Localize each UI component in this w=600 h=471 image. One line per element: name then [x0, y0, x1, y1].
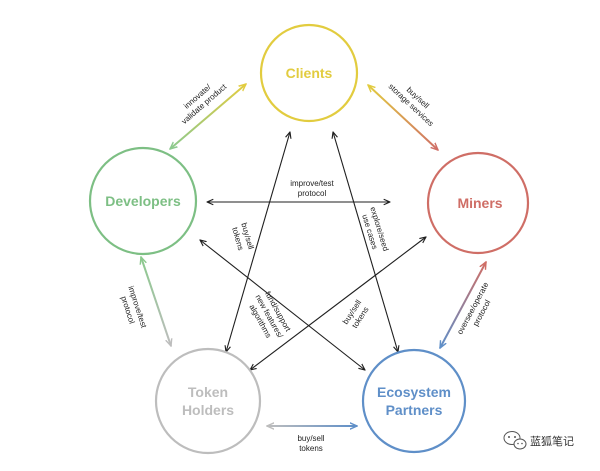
label-developers-token-holders: improve/test protocol	[119, 285, 148, 330]
node-developers: Developers	[88, 146, 198, 256]
label-miners-ecosystem: oversee/operate protocol	[455, 280, 492, 336]
label-developers-miners-line2: protocol	[298, 189, 327, 198]
edge-clients-miners	[368, 85, 438, 150]
label-developers-miners-line1: improve/test	[290, 179, 334, 188]
node-miners-circle	[426, 151, 530, 255]
edge-developers-token-holders	[141, 257, 171, 346]
label-clients-developers: innovate/ validate product	[180, 82, 229, 126]
edge-miners-token-holders	[250, 237, 426, 370]
node-miners: Miners	[426, 151, 530, 255]
node-token-holders: Token Holders	[154, 347, 262, 455]
node-ecosystem-partners-label-line1: Ecosystem	[377, 384, 451, 400]
label-miners-token-holders: buy/sell tokens	[341, 298, 371, 330]
label-developers-miners: improve/test protocol	[290, 179, 334, 198]
label-developers-ecosystem: fund/support new features/ algorithms	[247, 290, 292, 340]
watermark-text: 蓝狐笔记	[530, 434, 574, 448]
node-token-holders-label-line1: Token	[188, 384, 228, 400]
label-clients-miners: buy/sell storage services	[387, 82, 436, 128]
node-developers-circle	[88, 146, 198, 256]
node-ecosystem-partners: Ecosystem Partners	[361, 348, 467, 454]
inner-edges	[200, 132, 426, 370]
wechat-icon	[503, 431, 527, 450]
edge-developers-ecosystem	[200, 240, 365, 370]
label-clients-ecosystem: explore/seed use cases	[360, 206, 390, 252]
label-token-holders-ecosystem-line1: buy/sell	[297, 434, 324, 443]
node-miners-label: Miners	[457, 195, 502, 211]
label-token-holders-ecosystem-line2: tokens	[299, 444, 323, 453]
node-clients-label: Clients	[286, 65, 333, 81]
outer-edges	[141, 84, 487, 426]
node-ecosystem-partners-circle	[361, 348, 467, 454]
node-ecosystem-partners-label-line2: Partners	[386, 402, 443, 418]
node-token-holders-label-line2: Holders	[182, 402, 234, 418]
edge-clients-developers	[170, 84, 246, 149]
watermark: 蓝狐笔记	[503, 431, 574, 450]
label-clients-token-holders: buy/sell tokens	[230, 222, 255, 252]
node-token-holders-circle	[154, 347, 262, 455]
node-developers-label: Developers	[105, 193, 181, 209]
node-clients-circle	[259, 23, 359, 123]
node-clients: Clients	[259, 23, 359, 123]
edge-miners-ecosystem	[439, 262, 487, 348]
label-token-holders-ecosystem: buy/sell tokens	[297, 434, 324, 453]
